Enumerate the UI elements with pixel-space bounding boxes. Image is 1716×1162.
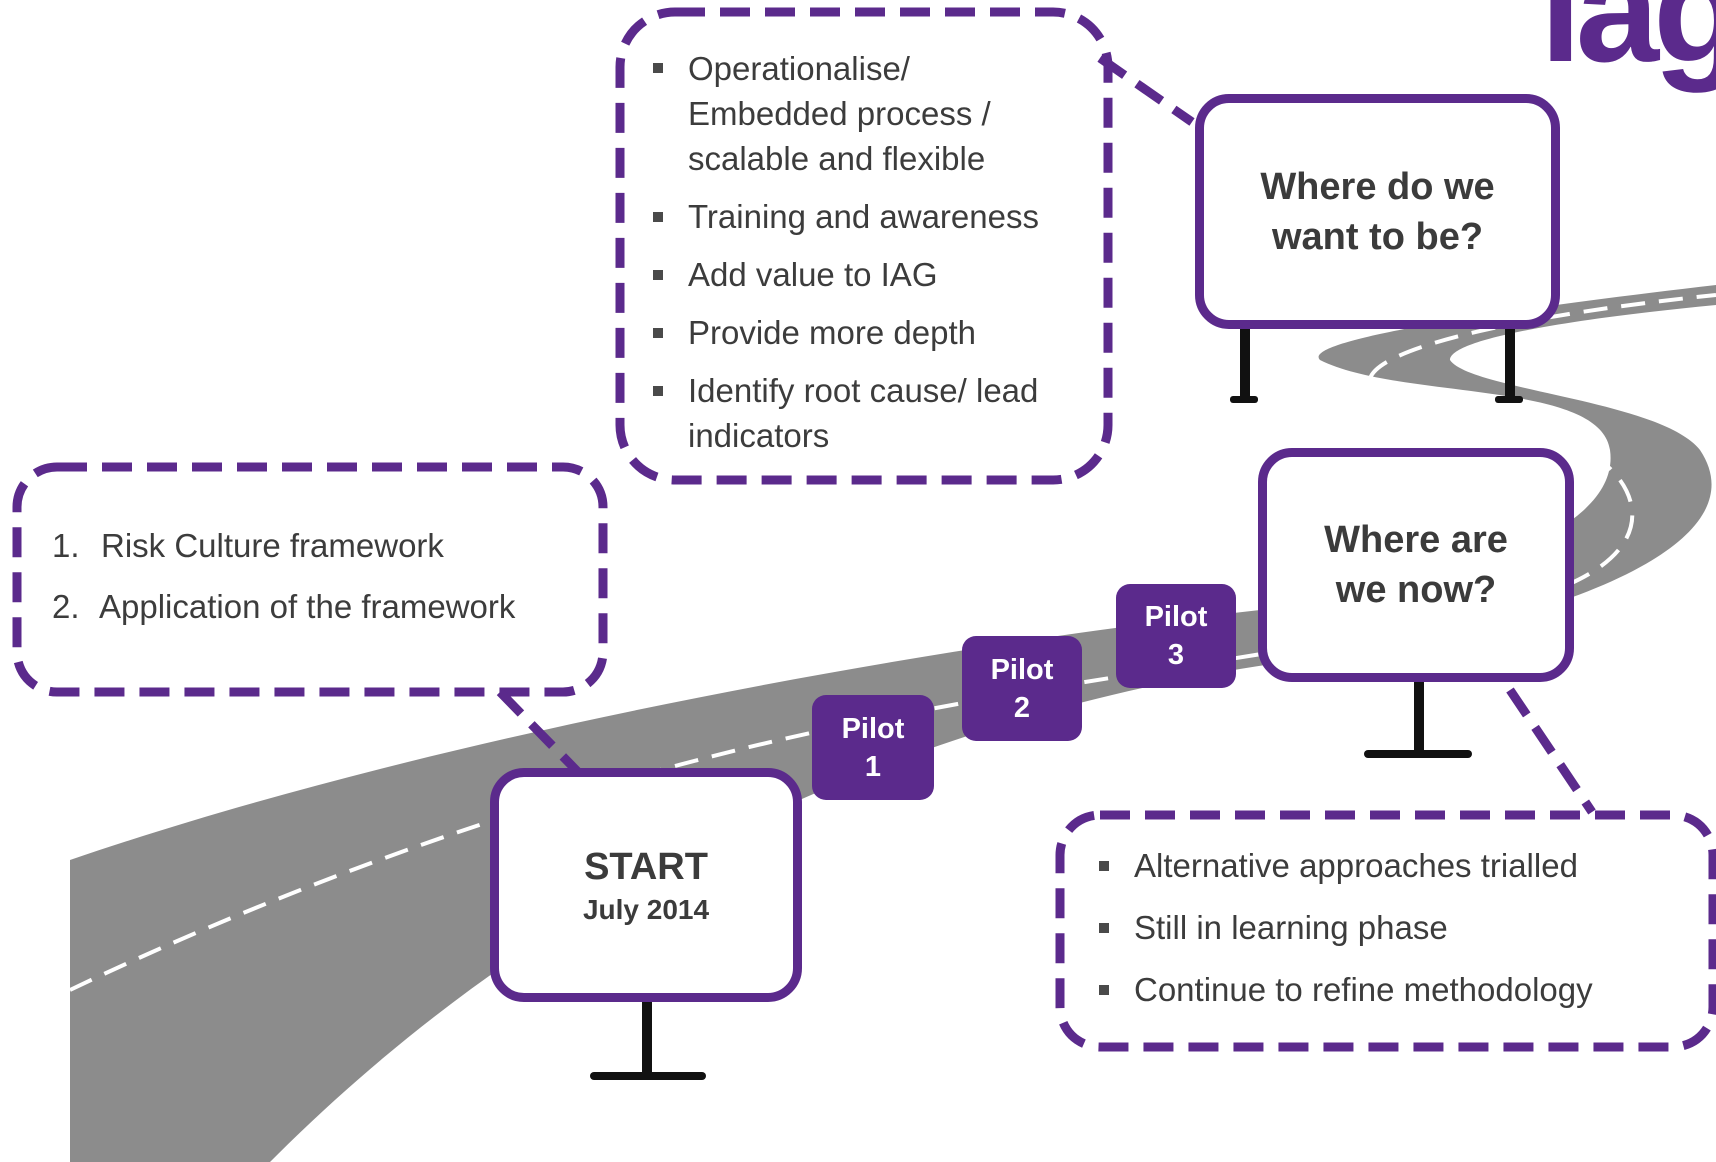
future-callout-outline xyxy=(615,7,1113,485)
iag-logo: iag xyxy=(1540,0,1716,93)
now-sign-line2: we now? xyxy=(1335,569,1497,611)
future-sign: Where do we want to be? xyxy=(1195,94,1560,329)
future-item-1-line3: scalable and flexible xyxy=(688,140,986,177)
future-item-3: Add value to IAG xyxy=(688,256,938,293)
start-item-1-number: 1. xyxy=(52,527,80,564)
now-callout-pointer xyxy=(1506,687,1596,815)
start-callout-outline xyxy=(12,462,608,697)
future-item-1-line2: Embedded process / xyxy=(688,95,991,132)
future-item-1-line1: Operationalise/ xyxy=(688,50,910,87)
bullet-icon xyxy=(653,63,663,73)
now-sign-line1: Where are xyxy=(1324,519,1508,561)
future-item-5-line2: indicators xyxy=(688,417,830,454)
future-item-4: Provide more depth xyxy=(688,314,976,351)
future-item-2: Training and awareness xyxy=(688,198,1039,235)
now-item-3: Continue to refine methodology xyxy=(1134,971,1593,1008)
start-item-2-text: Application of the framework xyxy=(99,588,516,625)
future-item-5-line1: Identify root cause/ lead xyxy=(688,372,1039,409)
start-sign-title: START xyxy=(584,846,708,888)
now-callout-outline xyxy=(1055,810,1716,1052)
start-sign: START July 2014 xyxy=(490,768,802,1002)
now-item-1: Alternative approaches trialled xyxy=(1134,847,1578,884)
pilot-2-tag: Pilot 2 xyxy=(962,636,1082,741)
future-sign-line2: want to be? xyxy=(1271,215,1484,258)
start-callout-pointer xyxy=(496,688,582,776)
pilot-2-number: 2 xyxy=(1013,691,1031,724)
pilot-1-label: Pilot xyxy=(841,712,905,745)
start-sign-date: July 2014 xyxy=(582,894,710,925)
now-sign-post xyxy=(1364,665,1472,758)
pilot-3-number: 3 xyxy=(1167,639,1185,671)
start-sign-post xyxy=(590,990,706,1080)
bullet-icon xyxy=(1099,985,1109,995)
future-sign-post xyxy=(1230,325,1523,403)
bullet-icon xyxy=(653,212,663,222)
bullet-icon xyxy=(653,386,663,396)
now-sign: Where are we now? xyxy=(1258,448,1574,682)
bullet-icon xyxy=(653,328,663,338)
pilot-3-label: Pilot xyxy=(1144,601,1208,633)
now-item-2: Still in learning phase xyxy=(1134,909,1448,946)
pilot-1-tag: Pilot 1 xyxy=(812,695,934,800)
future-sign-line1: Where do we xyxy=(1260,165,1495,208)
pilot-2-label: Pilot xyxy=(990,653,1054,686)
pilot-1-number: 1 xyxy=(864,750,882,783)
pilot-3-tag: Pilot 3 xyxy=(1116,584,1236,688)
start-item-1-text: Risk Culture framework xyxy=(101,527,444,564)
start-item-2-number: 2. xyxy=(52,588,80,625)
future-callout-pointer xyxy=(1097,54,1195,126)
bullet-icon xyxy=(653,270,663,280)
bullet-icon xyxy=(1099,923,1109,933)
bullet-icon xyxy=(1099,861,1109,871)
